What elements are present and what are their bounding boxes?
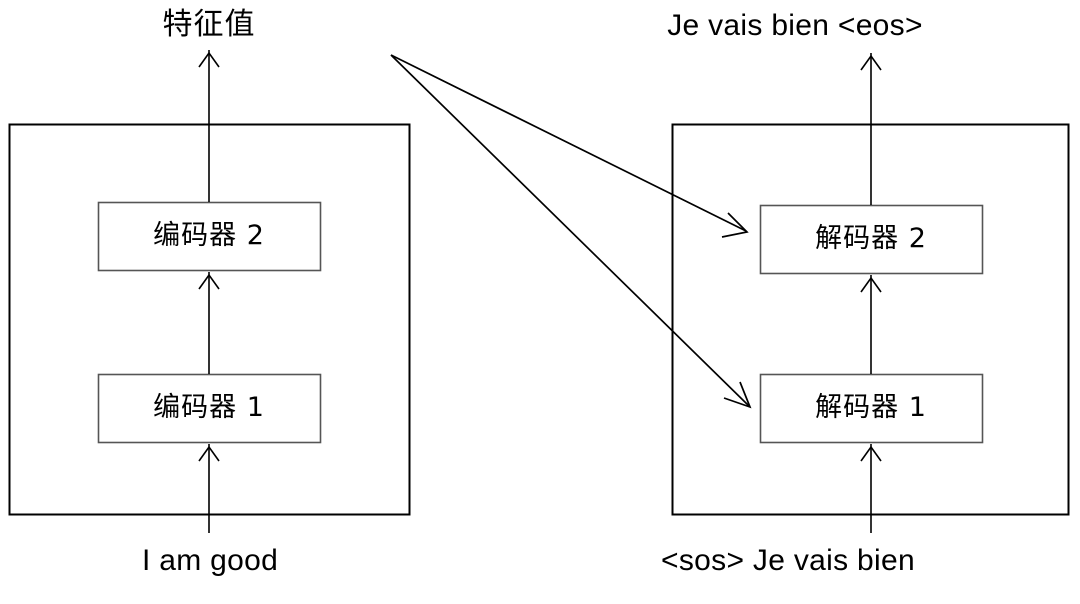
encoder-2-label: 编码器 2	[153, 220, 265, 251]
encoder-1-box[interactable]	[97, 373, 322, 444]
arrow-decoder-2-to-output	[860, 53, 882, 205]
decoder-output-label: Je vais bien <eos>	[667, 9, 923, 42]
arrow-decoder-1-to-decoder-2	[860, 275, 882, 374]
arrow-input-to-decoder-1	[860, 444, 882, 533]
arrow-encoder-output-to-decoder-1	[390, 54, 752, 409]
decoder-2-box[interactable]	[759, 204, 984, 275]
decoder-1-label: 解码器 1	[815, 392, 927, 423]
arrow-input-to-encoder-1	[198, 444, 220, 533]
decoder-input-label: <sos> Je vais bien	[661, 544, 915, 577]
encoder-output-label: 特征值	[162, 7, 256, 42]
encoder-2-box[interactable]	[97, 201, 322, 272]
arrow-encoder-2-to-output	[198, 50, 220, 202]
arrow-encoder-1-to-encoder-2	[198, 272, 220, 374]
arrow-encoder-output-to-decoder-2	[390, 54, 749, 238]
decoder-2-label: 解码器 2	[815, 223, 927, 254]
decoder-1-box[interactable]	[759, 373, 984, 444]
encoder-1-label: 编码器 1	[153, 392, 265, 423]
encoder-input-label: I am good	[141, 544, 279, 577]
